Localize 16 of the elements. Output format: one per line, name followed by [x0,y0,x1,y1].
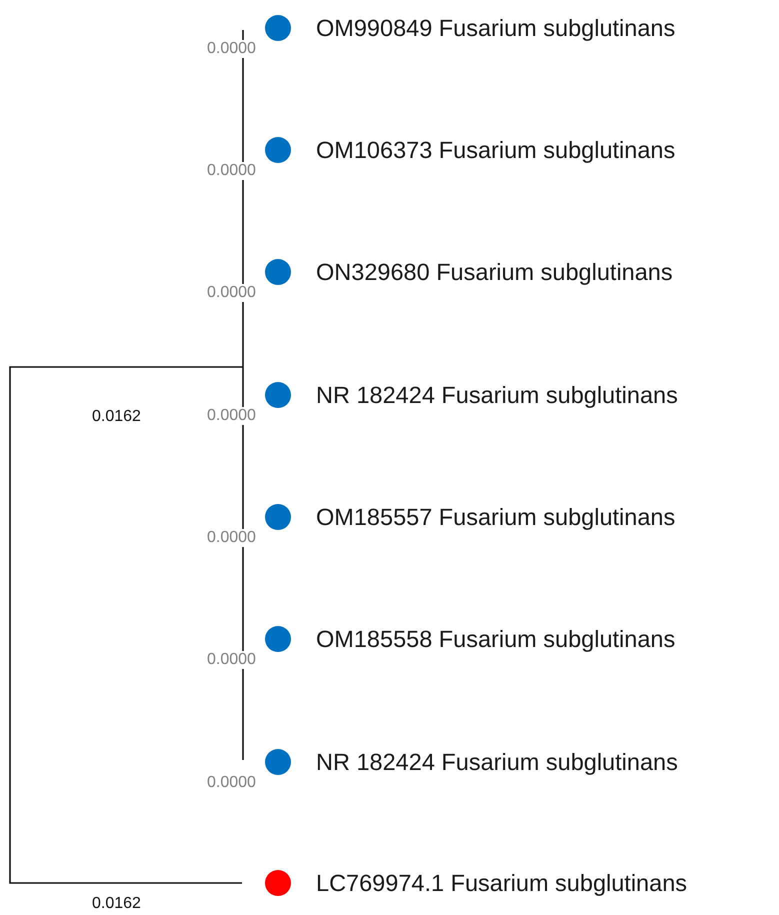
taxon-label: OM185558 Fusarium subglutinans [316,625,676,654]
branch-length-label: 0.0000 [207,162,256,180]
branch-length-label: 0.0000 [207,651,256,669]
taxon-label: NR 182424 Fusarium subglutinans [316,381,678,410]
branch-length-label: 0.0162 [92,895,141,913]
taxon-label: LC769974.1 Fusarium subglutinans [316,869,688,898]
taxon-label: NR 182424 Fusarium subglutinans [316,748,678,777]
branch-length-label: 0.0000 [207,407,256,425]
taxon-label: OM106373 Fusarium subglutinans [316,136,676,165]
taxon-label: OM990849 Fusarium subglutinans [316,14,676,43]
branch-length-label: 0.0000 [207,529,256,547]
branch-length-label: 0.0000 [207,284,256,302]
branch-length-label: 0.0162 [92,408,141,426]
branch-length-label: 0.0000 [207,40,256,58]
taxon-label: OM185557 Fusarium subglutinans [316,503,676,532]
taxon-label: ON329680 Fusarium subglutinans [316,258,673,287]
